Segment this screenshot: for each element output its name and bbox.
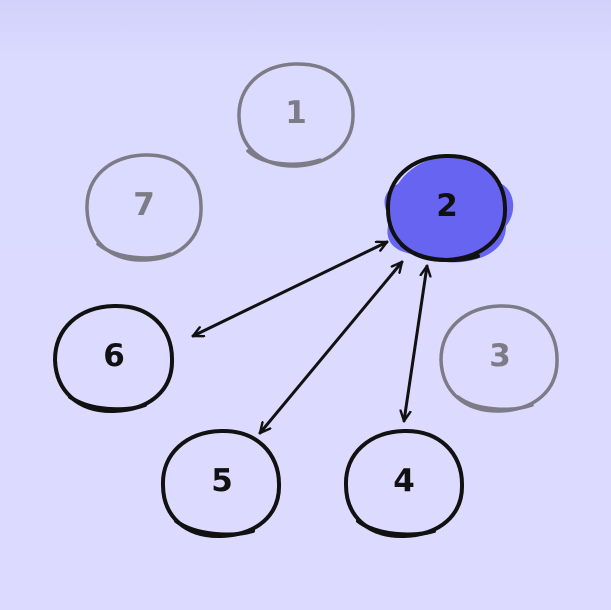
node-3[interactable]: 3 xyxy=(439,304,559,413)
node-4-label: 4 xyxy=(393,463,415,499)
node-3-sketch-mark xyxy=(456,395,534,411)
node-2-sketch-mark xyxy=(400,243,480,263)
edge-2-5 xyxy=(258,260,404,435)
node-3-circle xyxy=(439,304,559,413)
node-4[interactable]: 4 xyxy=(343,428,465,539)
node-7-circle xyxy=(85,153,203,262)
node-6-label: 6 xyxy=(103,338,125,374)
node-7-label: 7 xyxy=(133,187,155,223)
node-6-sketch-mark xyxy=(68,395,147,412)
node-7-sketch-mark xyxy=(96,242,172,260)
node-2-highlight xyxy=(384,156,514,263)
edge-2-6 xyxy=(191,240,389,338)
node-1-circle xyxy=(237,62,355,168)
node-5-label: 5 xyxy=(211,463,233,499)
node-1-sketch-mark xyxy=(246,149,322,166)
node-5-sketch-mark xyxy=(174,519,255,537)
node-5[interactable]: 5 xyxy=(160,428,282,539)
node-3-label: 3 xyxy=(489,338,511,374)
edges xyxy=(191,240,427,435)
node-6[interactable]: 6 xyxy=(52,303,175,414)
edge-2-4 xyxy=(404,264,427,423)
node-7[interactable]: 7 xyxy=(85,153,203,262)
node-4-sketch-mark xyxy=(356,519,436,537)
node-2[interactable]: 2 xyxy=(384,153,514,263)
node-1-label: 1 xyxy=(285,95,307,131)
node-1[interactable]: 1 xyxy=(237,62,355,168)
node-2-label: 2 xyxy=(436,188,458,224)
